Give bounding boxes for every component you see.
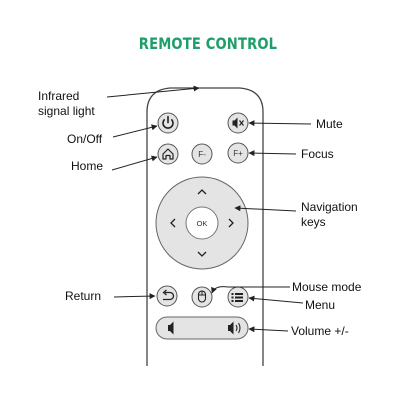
focus-minus-text: F- bbox=[198, 150, 206, 159]
remote-body bbox=[146, 87, 264, 366]
label-volume: Volume +/- bbox=[291, 324, 349, 338]
arrow-infrared bbox=[106, 85, 200, 98]
label-navigation: Navigation keys bbox=[301, 200, 358, 230]
focus-plus-text: F+ bbox=[233, 149, 243, 158]
label-navigation-line1: Navigation bbox=[301, 200, 358, 214]
arrow-navigation bbox=[234, 205, 297, 212]
power-button bbox=[157, 112, 179, 134]
label-navigation-line2: keys bbox=[301, 215, 326, 229]
arrow-return bbox=[113, 293, 156, 300]
label-mute: Mute bbox=[316, 117, 343, 131]
return-button bbox=[156, 285, 178, 307]
arrow-volume bbox=[248, 326, 289, 333]
home-icon bbox=[162, 148, 174, 160]
label-menu: Menu bbox=[305, 298, 336, 312]
arrow-mouse-mode bbox=[211, 286, 290, 294]
label-focus: Focus bbox=[301, 147, 334, 161]
volume-rocker bbox=[155, 316, 249, 340]
label-home: Home bbox=[71, 159, 104, 173]
menu-button bbox=[227, 286, 249, 308]
mute-button bbox=[227, 112, 249, 134]
navigation-pad: OK bbox=[155, 176, 249, 270]
label-return: Return bbox=[65, 289, 102, 303]
arrow-home bbox=[111, 155, 158, 171]
volume-down-icon bbox=[168, 321, 174, 335]
label-infrared-line1: Infrared bbox=[38, 89, 80, 103]
label-infrared: Infrared signal light bbox=[38, 89, 95, 119]
arrow-onoff bbox=[112, 124, 158, 138]
volume-up-icon bbox=[228, 321, 241, 335]
home-button bbox=[157, 143, 179, 165]
arrow-focus bbox=[248, 150, 297, 157]
arrow-menu bbox=[248, 295, 304, 304]
mute-icon bbox=[232, 117, 244, 129]
label-onoff: On/Off bbox=[67, 132, 103, 146]
chevron-up-icon bbox=[197, 189, 207, 195]
chevron-down-icon bbox=[197, 251, 207, 257]
menu-icon bbox=[231, 293, 243, 302]
chevron-right-icon bbox=[228, 218, 234, 228]
power-icon bbox=[162, 115, 174, 129]
ok-button-text: OK bbox=[197, 219, 208, 228]
focus-plus-button: F+ bbox=[227, 142, 249, 164]
label-infrared-line2: signal light bbox=[38, 104, 95, 118]
return-icon bbox=[163, 291, 175, 301]
page-title: REMOTE CONTROL bbox=[138, 34, 278, 53]
mouse-mode-button bbox=[191, 286, 213, 308]
label-mouse-mode: Mouse mode bbox=[292, 280, 362, 294]
arrow-mute bbox=[248, 120, 312, 127]
mouse-icon bbox=[197, 290, 207, 303]
chevron-left-icon bbox=[170, 218, 176, 228]
focus-minus-button: F- bbox=[191, 143, 213, 165]
callout-arrows bbox=[106, 85, 312, 333]
